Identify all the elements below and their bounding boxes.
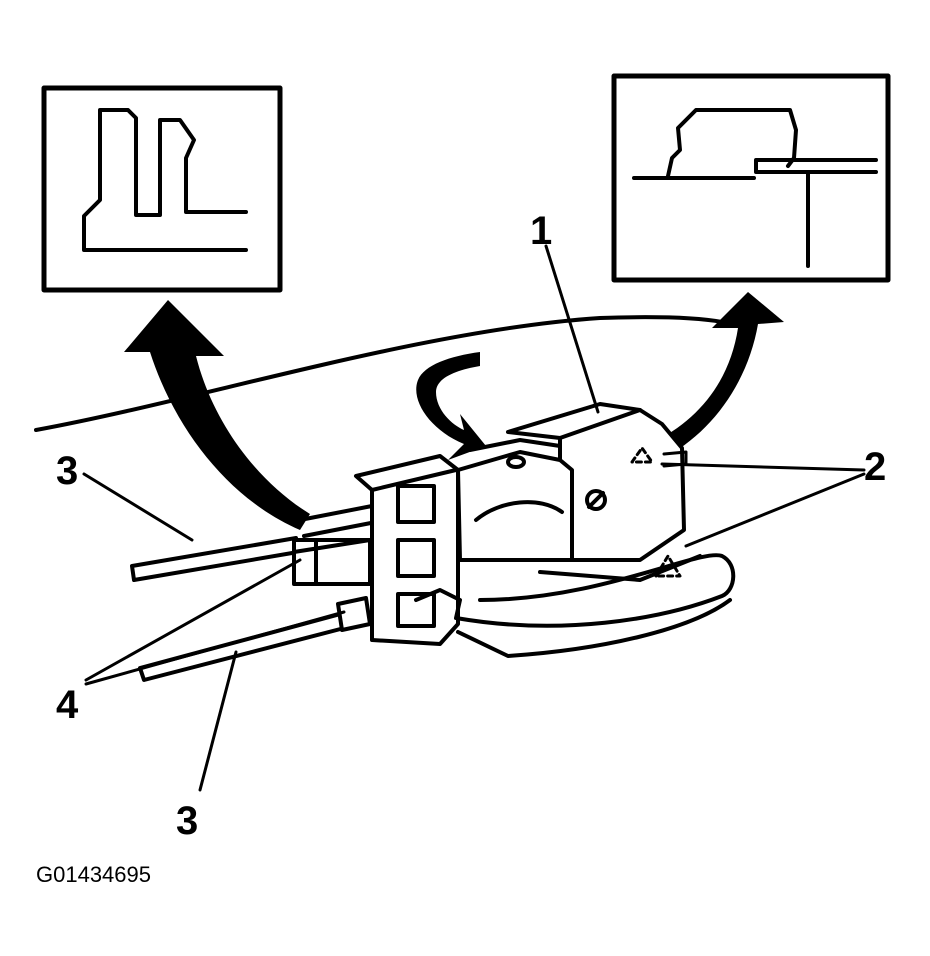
- callout-3-top: 3: [56, 449, 78, 493]
- arrow-to-left-inset: [124, 300, 310, 530]
- rod-lower: [138, 610, 354, 682]
- callout-3-bottom: 3: [176, 799, 198, 843]
- cable-ends: [292, 538, 372, 632]
- recycle-symbol-lower: [654, 554, 682, 578]
- callout-4: 4: [56, 683, 79, 727]
- arrow-to-right-inset: [650, 292, 784, 460]
- figure-id: G01434695: [36, 862, 151, 887]
- leader-lines: [82, 244, 866, 792]
- callout-2: 2: [864, 445, 886, 489]
- door-panel-line: [34, 315, 724, 432]
- callout-1: 1: [530, 209, 552, 253]
- connector-housing: [354, 454, 462, 646]
- inset-right-latch-detail: [611, 73, 891, 283]
- inset-left-clip-detail: [41, 85, 283, 293]
- arrow-rotate: [416, 352, 486, 460]
- door-handle-assembly: [454, 402, 736, 658]
